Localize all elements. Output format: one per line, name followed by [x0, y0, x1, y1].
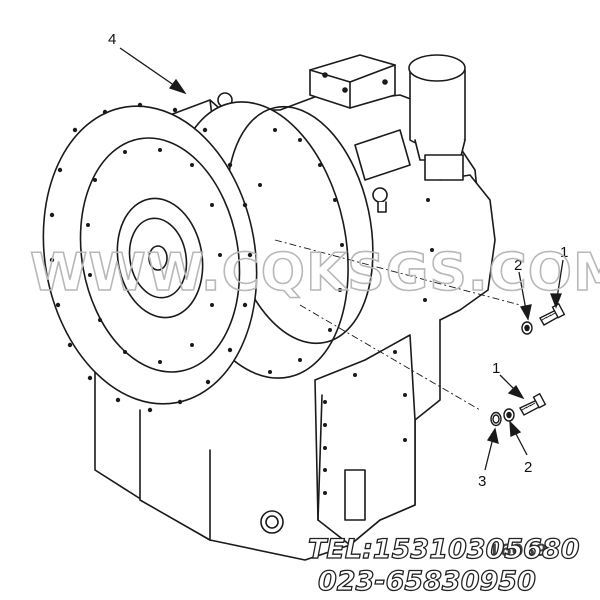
bolt-upper — [539, 302, 566, 326]
callout-4: 4 — [108, 31, 116, 48]
bolt-lower — [519, 392, 547, 416]
flywheel-center-shaft — [148, 245, 168, 271]
centerline-lower — [299, 304, 481, 411]
leader-2-top — [518, 271, 532, 321]
flywheel-inner-ring — [79, 137, 241, 373]
flywheel-bolt-circle — [49, 102, 434, 413]
website-watermark: WWW.CQKSGS.COM — [30, 243, 600, 303]
control-valve-block — [309, 54, 396, 109]
phone-watermark-line2: 023-65830950 — [318, 566, 536, 597]
callout-2-bottom: 2 — [524, 459, 532, 476]
washer-lower — [503, 408, 515, 422]
callout-3: 3 — [478, 473, 486, 490]
callout-2-top: 2 — [514, 257, 522, 274]
phone-watermark-line1: TEL:15310305680 — [308, 534, 580, 565]
side-inspection-cover — [354, 129, 411, 181]
o-ring-seal — [490, 411, 502, 427]
leader-1-top — [550, 259, 564, 309]
drawing-code: 16039 — [488, 541, 547, 561]
callout-1-bottom: 1 — [492, 360, 500, 377]
lifting-eye-middle — [372, 187, 388, 203]
washer-upper — [521, 321, 533, 335]
callout-1-top: 1 — [560, 244, 568, 261]
leader-4 — [119, 47, 187, 95]
centerline-upper — [274, 239, 521, 306]
rear-housing-section — [439, 174, 496, 321]
leader-1-bottom — [499, 374, 525, 400]
leader-3 — [484, 427, 499, 471]
leader-2-bottom — [509, 420, 528, 456]
lower-mount-bracket — [139, 409, 211, 541]
oil-filter-canister — [408, 54, 466, 181]
